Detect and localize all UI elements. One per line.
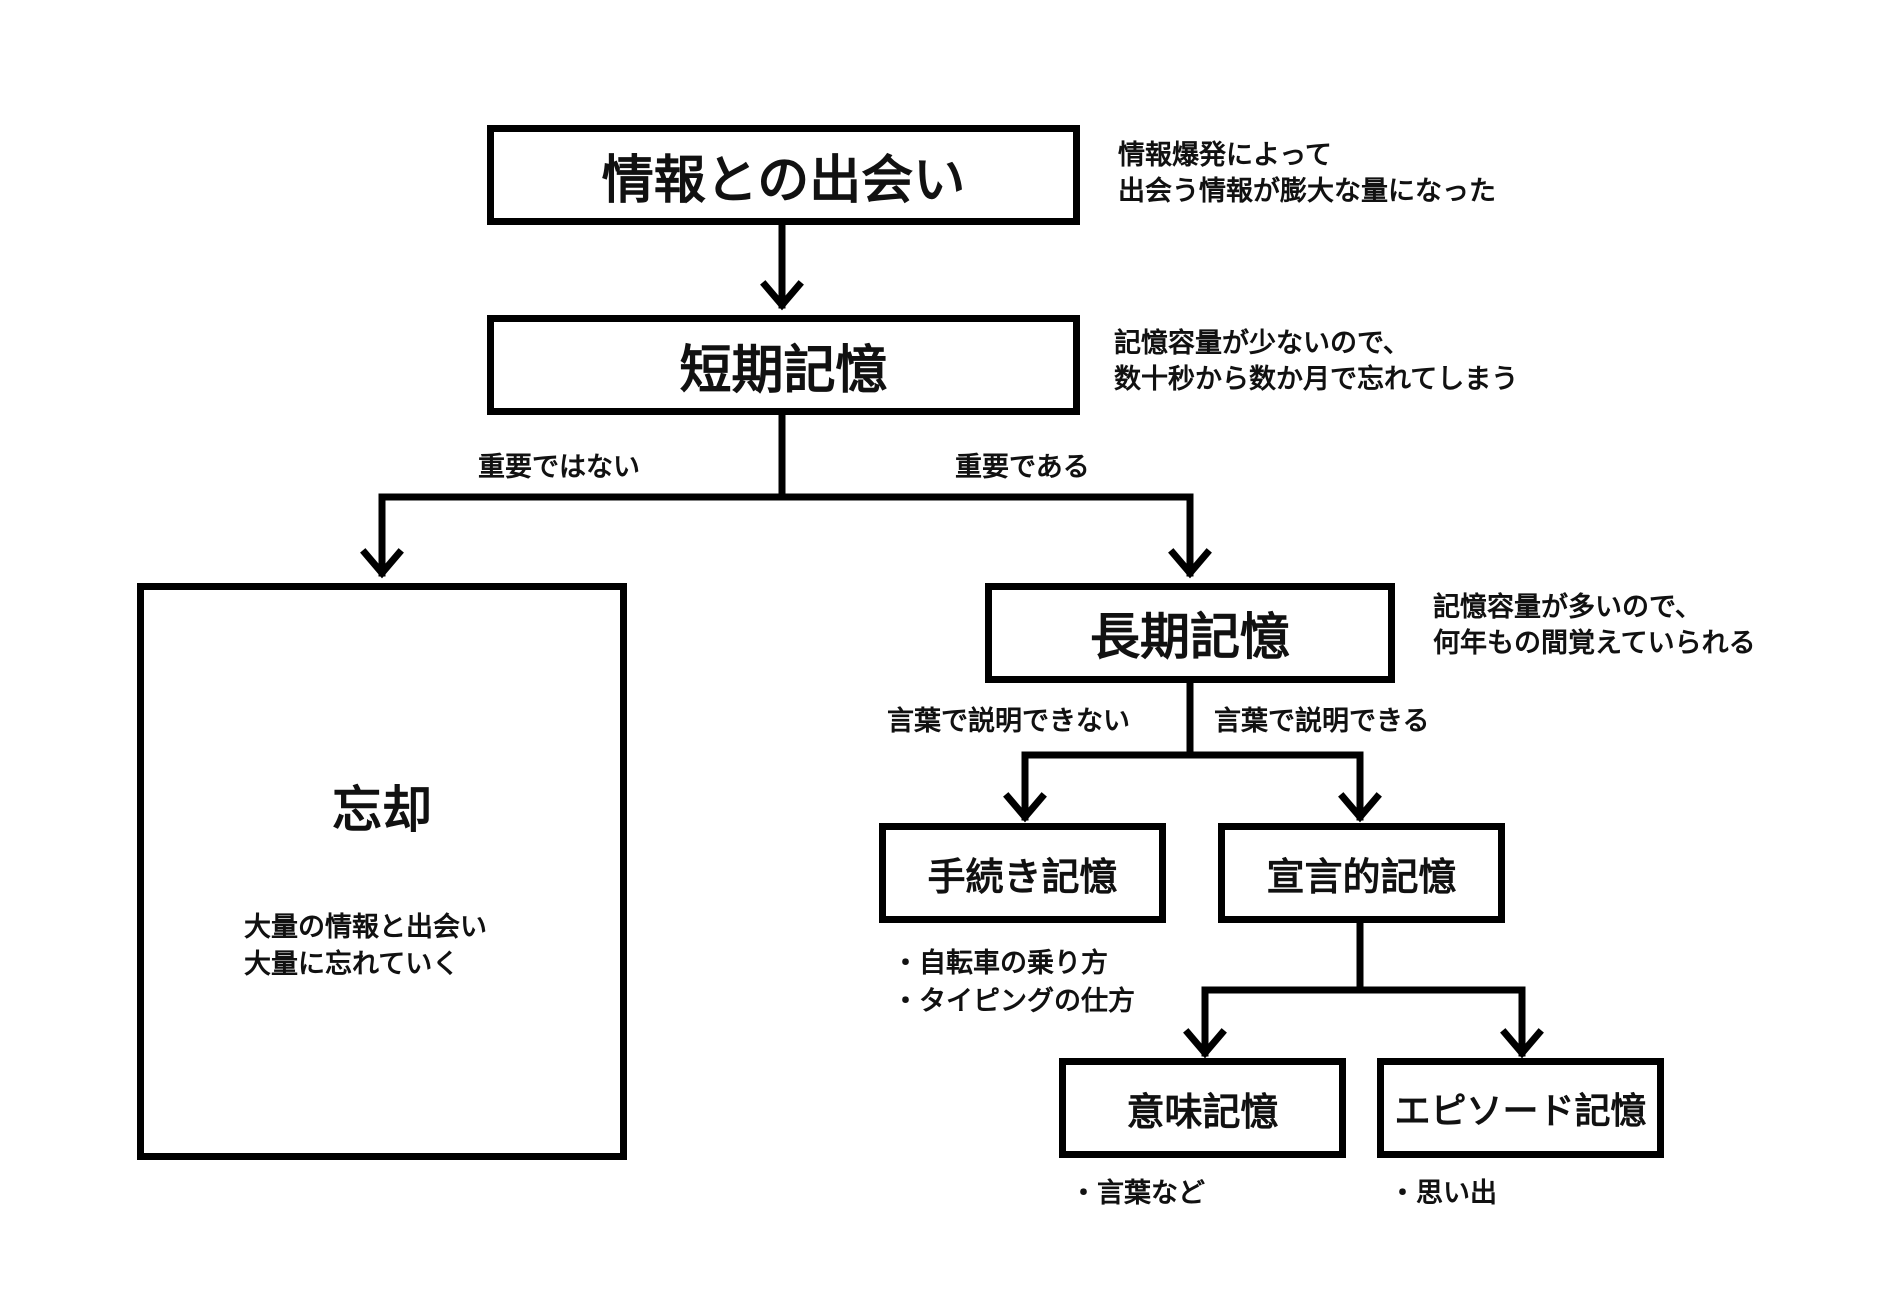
node-episodic-label: エピソード記憶 [1394, 1091, 1647, 1132]
node-declarative-label: 宣言的記憶 [1266, 854, 1457, 899]
node-declarative: 宣言的記憶 [1218, 823, 1505, 923]
branch-not-explainable: 言葉で説明できない [887, 706, 1130, 737]
short-term-note-line-2: 数十秒から数か月で忘れてしまう [1114, 364, 1519, 395]
arrowhead-short-term [760, 280, 804, 311]
forgetting-note-line-2: 大量に忘れていく [244, 949, 460, 980]
node-procedural-label: 手続き記憶 [927, 854, 1118, 899]
episodic-example: ・思い出 [1389, 1178, 1497, 1209]
node-short-term: 短期記憶 [487, 315, 1080, 415]
branch-not-important: 重要ではない [478, 452, 640, 483]
arrowhead-semantic [1183, 1028, 1227, 1059]
node-episodic: エピソード記憶 [1377, 1058, 1664, 1158]
forgetting-note-line-1: 大量の情報と出会い [244, 912, 487, 943]
arrowhead-procedural [1003, 792, 1047, 823]
node-encounter-label: 情報との出会い [601, 150, 966, 211]
branch-important: 重要である [955, 452, 1090, 483]
long-term-note-line-1: 記憶容量が多いので、 [1433, 592, 1702, 623]
node-long-term-label: 長期記憶 [1090, 608, 1290, 666]
arrowhead-forgetting [360, 548, 404, 579]
node-encounter: 情報との出会い [487, 125, 1080, 225]
semantic-example: ・言葉など [1070, 1178, 1205, 1209]
encounter-note-line-2: 出会う情報が膨大な量になった [1118, 176, 1496, 207]
long-term-note-line-2: 何年もの間覚えていられる [1433, 628, 1756, 659]
arrowhead-declarative [1338, 792, 1382, 823]
arrowhead-long-term [1168, 548, 1212, 579]
encounter-note-line-1: 情報爆発によって [1118, 140, 1332, 171]
node-semantic-label: 意味記憶 [1126, 1089, 1279, 1134]
branch-explainable: 言葉で説明できる [1214, 706, 1430, 737]
arrowhead-episodic [1500, 1028, 1544, 1059]
node-forgetting-label: 忘却 [332, 781, 432, 839]
node-forgetting: 忘却 大量の情報と出会い 大量に忘れていく [137, 583, 627, 1160]
node-procedural: 手続き記憶 [879, 823, 1166, 923]
node-semantic: 意味記憶 [1059, 1058, 1346, 1158]
procedural-example-2: ・タイピングの仕方 [892, 986, 1135, 1017]
short-term-note-line-1: 記憶容量が少ないので、 [1114, 328, 1410, 359]
node-long-term: 長期記憶 [985, 583, 1395, 683]
procedural-example-1: ・自転車の乗り方 [892, 948, 1108, 979]
node-short-term-label: 短期記憶 [679, 340, 888, 401]
